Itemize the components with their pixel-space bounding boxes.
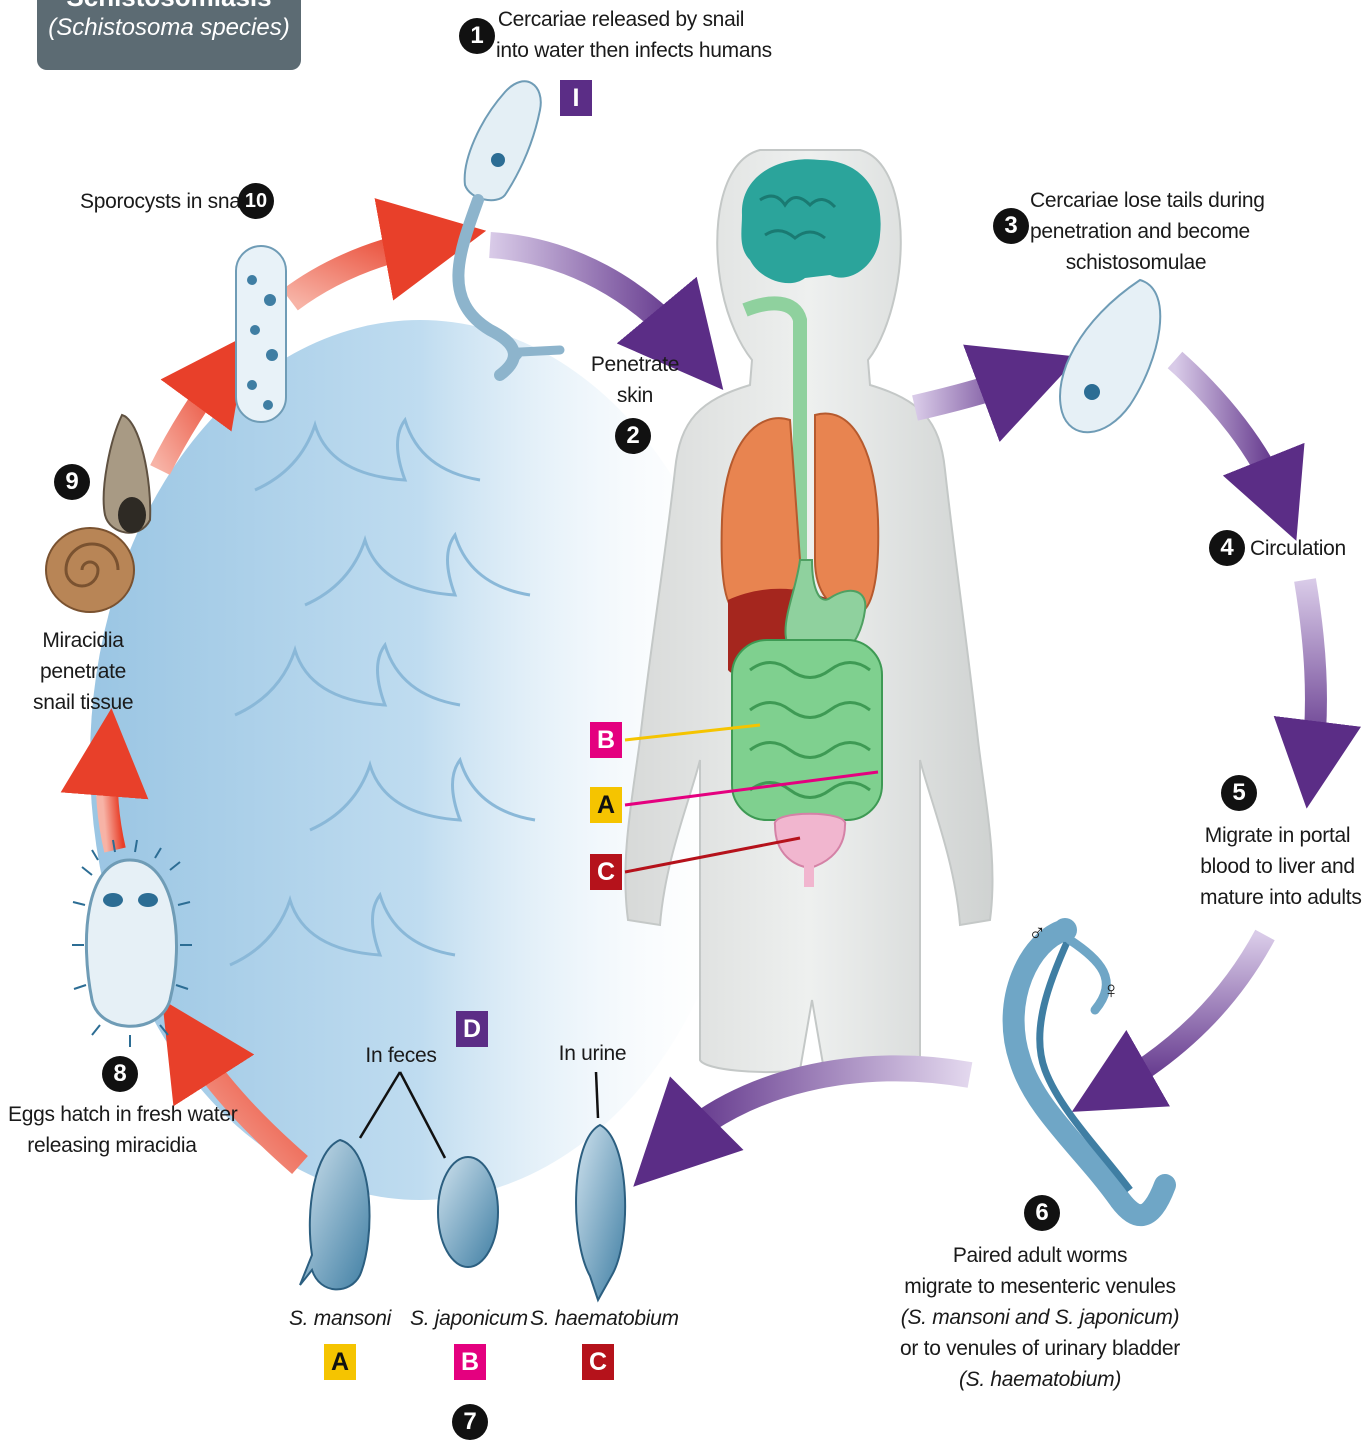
step-9-number: 9 [54, 464, 90, 500]
title-species: (Schistosoma species) [37, 12, 301, 44]
diagnostic-stage-badge: D [456, 1011, 488, 1047]
step-4-number: 4 [1209, 530, 1245, 566]
title-main: Schistosomiasis [37, 0, 301, 12]
arrow-3-to-4 [1175, 360, 1280, 500]
arrow-10-to-1 [290, 240, 435, 300]
step-6-number: 6 [1024, 1195, 1060, 1231]
species-label-s-mansoni: S. mansoni [285, 1303, 395, 1334]
snail-coiled [46, 528, 134, 612]
step-1-number: 1 [459, 18, 495, 54]
title-box: Schistosomiasis (Schistosoma species) [37, 0, 301, 70]
step-9-label: Miracidia penetrate snail tissue [33, 625, 133, 718]
step-10-number: 10 [238, 183, 274, 219]
arrow-4-to-5 [1305, 580, 1316, 765]
step-6-label: Paired adult worms migrate to mesenteric… [900, 1240, 1180, 1395]
species-label-s-japonicum: S. japonicum [410, 1303, 522, 1334]
male-symbol: ♂ [1022, 918, 1052, 949]
step-5-label: Migrate in portal blood to liver and mat… [1200, 820, 1355, 913]
female-symbol: ♀ [1096, 975, 1126, 1006]
step-8-label: Eggs hatch in fresh water releasing mira… [8, 1099, 216, 1161]
step-5-number: 5 [1221, 775, 1257, 811]
brain [741, 159, 880, 283]
step-8-number: 8 [102, 1056, 138, 1092]
sporocyst [236, 246, 286, 422]
organ-badge-a: A [590, 787, 622, 823]
egg-s-japonicum [438, 1157, 498, 1267]
species-badge-c: C [582, 1344, 614, 1380]
step-1-label: Cercariae released by snail into water t… [496, 4, 746, 66]
step-10-label: Sporocysts in snail [80, 186, 230, 217]
egg-s-haematobium [576, 1125, 625, 1300]
snail-high-spired [104, 415, 151, 533]
organ-badge-c: C [590, 854, 622, 890]
step-2-label: Penetrate skin [590, 349, 680, 411]
species-badge-b: B [454, 1344, 486, 1380]
step-7-number: 7 [452, 1404, 488, 1440]
species-badge-a: A [324, 1344, 356, 1380]
step-2-number: 2 [615, 418, 651, 454]
arrow-8-to-9 [107, 752, 115, 850]
species-label-s-haematobium: S. haematobium [530, 1303, 666, 1334]
intestines [732, 640, 882, 820]
step-4-label: Circulation [1250, 533, 1342, 564]
in-urine-label: In urine [555, 1038, 630, 1069]
schistosomulum [1060, 280, 1160, 432]
infective-stage-badge: I [560, 80, 592, 116]
arrow-5-to-6 [1110, 935, 1265, 1090]
organ-badge-b: B [590, 722, 622, 758]
step-3-label: Cercariae lose tails during penetration … [1030, 185, 1242, 278]
step-3-number: 3 [993, 208, 1029, 244]
in-feces-label: In feces [360, 1040, 442, 1071]
arrow-2-to-3 [915, 375, 1030, 408]
